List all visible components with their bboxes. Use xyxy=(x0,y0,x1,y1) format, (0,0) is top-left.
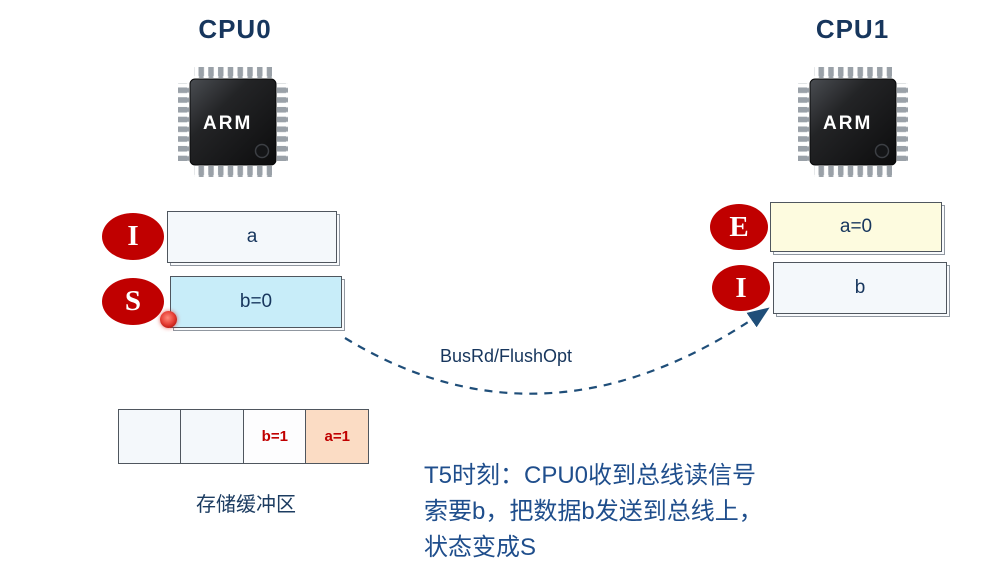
store-buffer-cell xyxy=(118,409,182,464)
store-buffer: b=1 a=1 xyxy=(118,409,370,464)
laser-pointer-dot xyxy=(160,311,177,328)
arm-chip-cpu1-icon: ARM xyxy=(798,67,908,177)
caption-line: 状态变成S xyxy=(424,534,537,561)
store-buffer-label: 存储缓冲区 xyxy=(196,494,296,516)
cpu1-cache-state-badge-b: I xyxy=(712,265,770,311)
store-buffer-cell xyxy=(180,409,245,464)
bus-transaction-label: BusRd/FlushOpt xyxy=(440,346,573,366)
cpu1-title: CPU1 xyxy=(815,14,890,44)
cpu0-cache-state-badge-b: S xyxy=(102,278,164,325)
cpu1-cache-line-a: a=0 xyxy=(770,202,942,252)
chip-brand-label: ARM xyxy=(823,113,872,134)
store-buffer-cell: a=1 xyxy=(305,409,370,464)
cpu1-cache-state-badge-a: E xyxy=(710,204,768,250)
caption-line: 索要b，把数据b发送到总线上， xyxy=(424,498,763,525)
cpu1-cache-line-b: b xyxy=(773,262,947,314)
caption-line: T5时刻：CPU0收到总线读信号 xyxy=(424,462,757,489)
chip-brand-label: ARM xyxy=(203,113,252,134)
store-buffer-cell: b=1 xyxy=(242,409,307,464)
caption-text: T5时刻：CPU0收到总线读信号 索要b，把数据b发送到总线上， 状态变成S xyxy=(424,458,864,566)
cpu0-title: CPU0 xyxy=(198,14,272,44)
arm-chip-cpu0-icon: ARM xyxy=(178,67,288,177)
cpu0-cache-state-badge-a: I xyxy=(102,213,164,260)
cpu0-cache-line-b: b=0 xyxy=(170,276,342,328)
cpu0-cache-line-a: a xyxy=(167,211,337,263)
